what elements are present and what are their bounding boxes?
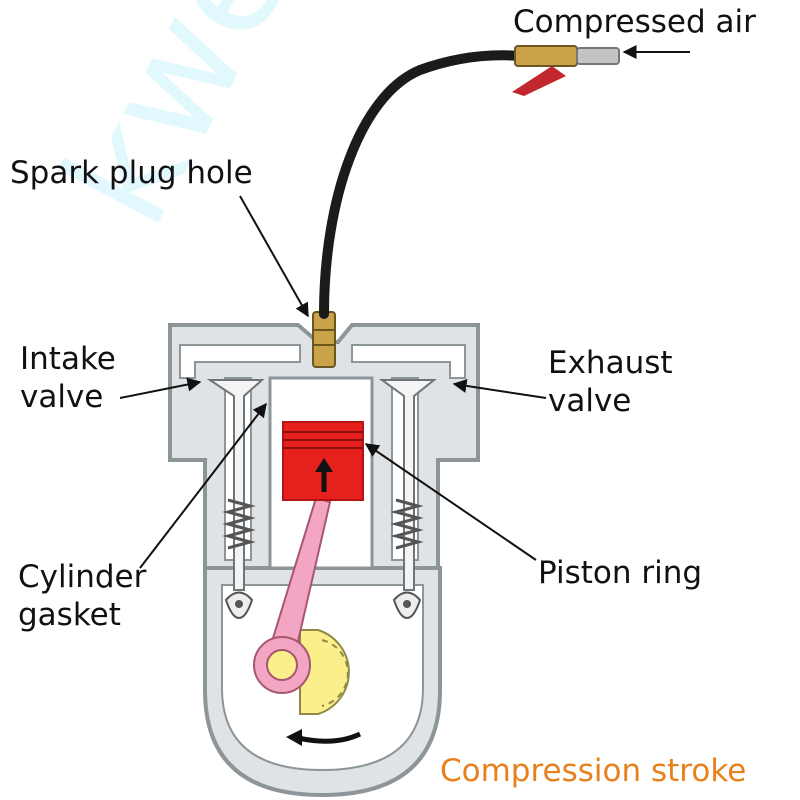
leader-gasket [139,402,267,569]
label-intake-line1: Intake [20,341,116,377]
air-coupler [514,45,578,67]
intake-spring [222,498,256,550]
leader-piston-ring [364,443,537,561]
rotation-arrow [297,731,362,744]
air-hose [319,50,525,319]
label-exhaust-line1: Exhaust [548,345,673,381]
label-intake-line2: valve [20,379,104,415]
spark-plug-fitting [312,311,336,368]
leader-exhaust [452,378,547,399]
leader-spark-plug [239,195,309,318]
label-gasket-line2: gasket [18,597,121,633]
exhaust-spring [390,498,424,550]
intake-valve [206,379,265,591]
label-cylinder-gasket: Cylinder gasket [18,558,146,634]
crank-counterweight [299,629,350,715]
label-piston-ring: Piston ring [538,555,703,591]
label-exhaust-valve: Exhaust valve [548,344,673,420]
exhaust-port [351,344,466,379]
valve-handle [512,66,566,96]
caption-compression-stroke: Compression stroke [440,753,747,789]
label-spark-plug-hole: Spark plug hole [10,155,253,191]
label-intake-valve: Intake valve [20,340,116,416]
label-compressed-air: Compressed air [513,4,756,40]
intake-port [179,344,301,379]
leader-intake [119,377,202,399]
label-gasket-line1: Cylinder [18,559,147,595]
exhaust-valve [378,379,437,591]
label-exhaust-line2: valve [548,383,632,419]
